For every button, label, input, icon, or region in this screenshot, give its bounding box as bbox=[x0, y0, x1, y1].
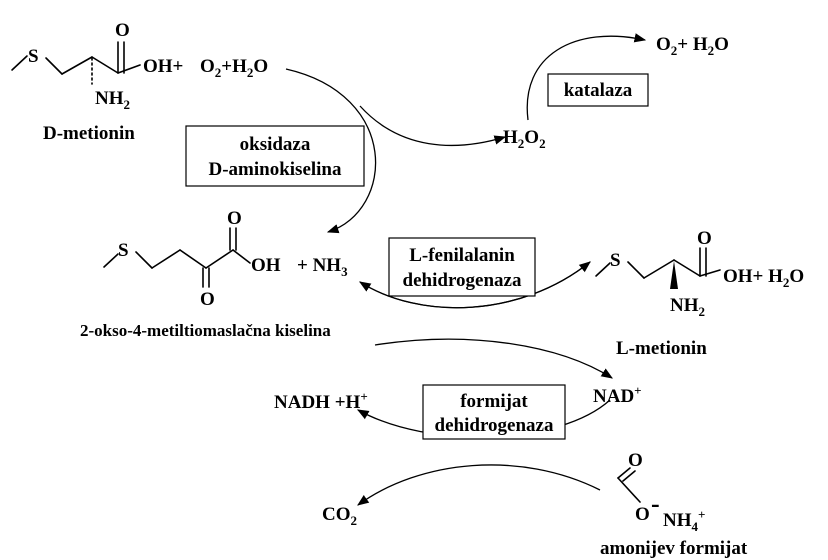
lphe-label-1: L-fenilalanin bbox=[409, 245, 515, 266]
bond bbox=[673, 259, 701, 277]
keto-name: 2-okso-4-metiltiomaslačna kiselina bbox=[80, 321, 331, 340]
oxidase-box bbox=[185, 125, 365, 187]
bond bbox=[135, 251, 153, 269]
bond bbox=[643, 259, 675, 279]
catalase-label: katalaza bbox=[564, 80, 633, 101]
l-met-nh: NH2 bbox=[670, 295, 705, 319]
d-met-sulfur: S bbox=[28, 46, 39, 67]
keto-sulfur: S bbox=[118, 240, 129, 261]
bond bbox=[91, 56, 119, 74]
bond bbox=[61, 56, 93, 75]
product-o2-h2o: O2+ H2O bbox=[656, 34, 729, 58]
bond bbox=[103, 253, 119, 268]
keto-ketone-o: O bbox=[200, 289, 215, 310]
formate-dehydrogenase-box bbox=[422, 384, 566, 440]
co2-arrow bbox=[357, 464, 601, 506]
ammonium-formate-structure: O O - NH4+ amonijev formijat bbox=[600, 450, 748, 559]
bond bbox=[232, 249, 251, 264]
keto-acid-structure: S O OH O + NH3 2-okso-4-metiltiomaslačna… bbox=[80, 208, 348, 340]
bond bbox=[151, 249, 181, 269]
lphe-reverse-arrow bbox=[359, 261, 591, 309]
co2-label: CO2 bbox=[322, 504, 357, 528]
oxidase-arrow bbox=[285, 68, 377, 234]
d-met-carbonyl-o: O bbox=[115, 20, 130, 41]
reactant-o2-h2o: O2+H2O bbox=[200, 56, 268, 80]
d-met-oh-plus: OH+ bbox=[143, 56, 183, 77]
oxidase-label-2: D-aminokiselina bbox=[208, 159, 342, 180]
formate-oxygen: O bbox=[635, 504, 650, 525]
nad-cycle-upper-arrow bbox=[374, 338, 613, 379]
bond bbox=[179, 249, 207, 269]
catalase-arrow bbox=[526, 33, 647, 121]
wedge-bond bbox=[670, 261, 678, 289]
lphe-dehydrogenase-box bbox=[388, 237, 536, 297]
formate-carbonyl-o: O bbox=[628, 450, 643, 471]
d-met-nh: NH2 bbox=[95, 88, 130, 112]
bond bbox=[45, 57, 63, 75]
bond bbox=[617, 477, 641, 503]
keto-oh: OH bbox=[251, 255, 281, 276]
formate-charge: - bbox=[651, 489, 660, 518]
d-methionine-structure: S O OH+ NH2 D-metionin bbox=[11, 20, 183, 144]
bond bbox=[617, 467, 631, 479]
ammonium-formate-name: amonijev formijat bbox=[600, 538, 748, 559]
h2o2-arrow bbox=[359, 105, 507, 146]
l-met-carbonyl-o: O bbox=[697, 228, 712, 249]
d-met-name: D-metionin bbox=[43, 123, 135, 144]
bond bbox=[699, 269, 721, 277]
l-met-oh-plus-h2o: OH+ H2O bbox=[723, 266, 804, 290]
oxidase-label-1: oksidaza bbox=[240, 134, 311, 155]
bond bbox=[205, 249, 234, 269]
bond bbox=[627, 261, 645, 279]
lphe-label-2: dehidrogenaza bbox=[403, 270, 522, 291]
h2o2-label: H2O2 bbox=[503, 127, 546, 151]
l-methionine-structure: S O OH+ H2O NH2 L-metionin bbox=[595, 228, 804, 359]
bond bbox=[622, 470, 636, 482]
bond bbox=[117, 64, 141, 74]
catalase-box bbox=[547, 73, 649, 107]
nadh-label: NADH +H+ bbox=[274, 389, 368, 413]
keto-carbonyl-o: O bbox=[227, 208, 242, 229]
keto-plus-nh3: + NH3 bbox=[297, 255, 348, 279]
l-met-name: L-metionin bbox=[616, 338, 707, 359]
formate-label-2: dehidrogenaza bbox=[435, 415, 554, 436]
nad-label: NAD+ bbox=[593, 383, 642, 407]
bond bbox=[11, 55, 28, 71]
l-met-sulfur: S bbox=[610, 250, 621, 271]
ammonium-label: NH4+ bbox=[663, 507, 705, 534]
formate-label-1: formijat bbox=[460, 391, 528, 412]
bond bbox=[595, 262, 611, 277]
